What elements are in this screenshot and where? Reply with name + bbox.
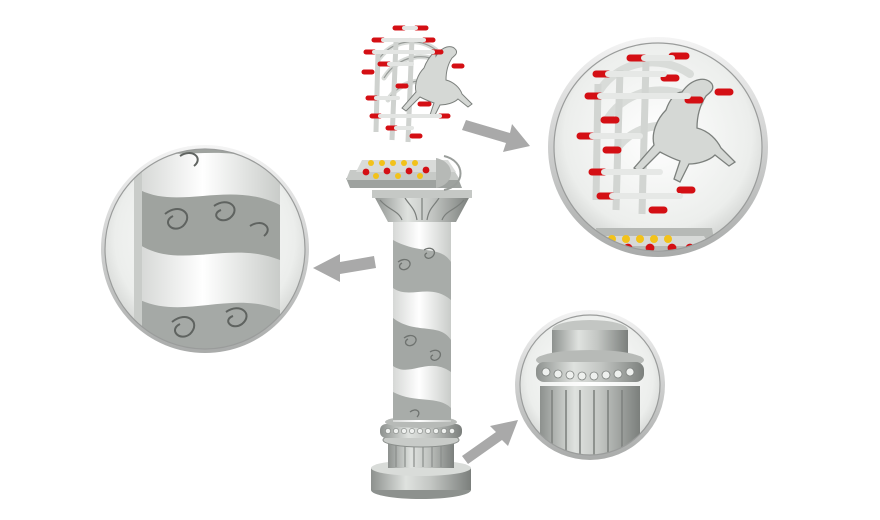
column-capital — [372, 190, 472, 222]
arrow-to-shaft-detail — [313, 254, 376, 282]
arrow-to-base-detail — [462, 420, 518, 464]
arrow-to-top-detail — [462, 120, 530, 152]
base-detail-callout — [515, 310, 665, 460]
horse-sculpture — [364, 28, 472, 142]
column-shaft — [393, 222, 451, 422]
shaft-detail-callout — [101, 140, 309, 360]
column-base — [371, 416, 471, 499]
horse-detail-callout — [548, 37, 768, 257]
slab-stack — [346, 156, 462, 190]
